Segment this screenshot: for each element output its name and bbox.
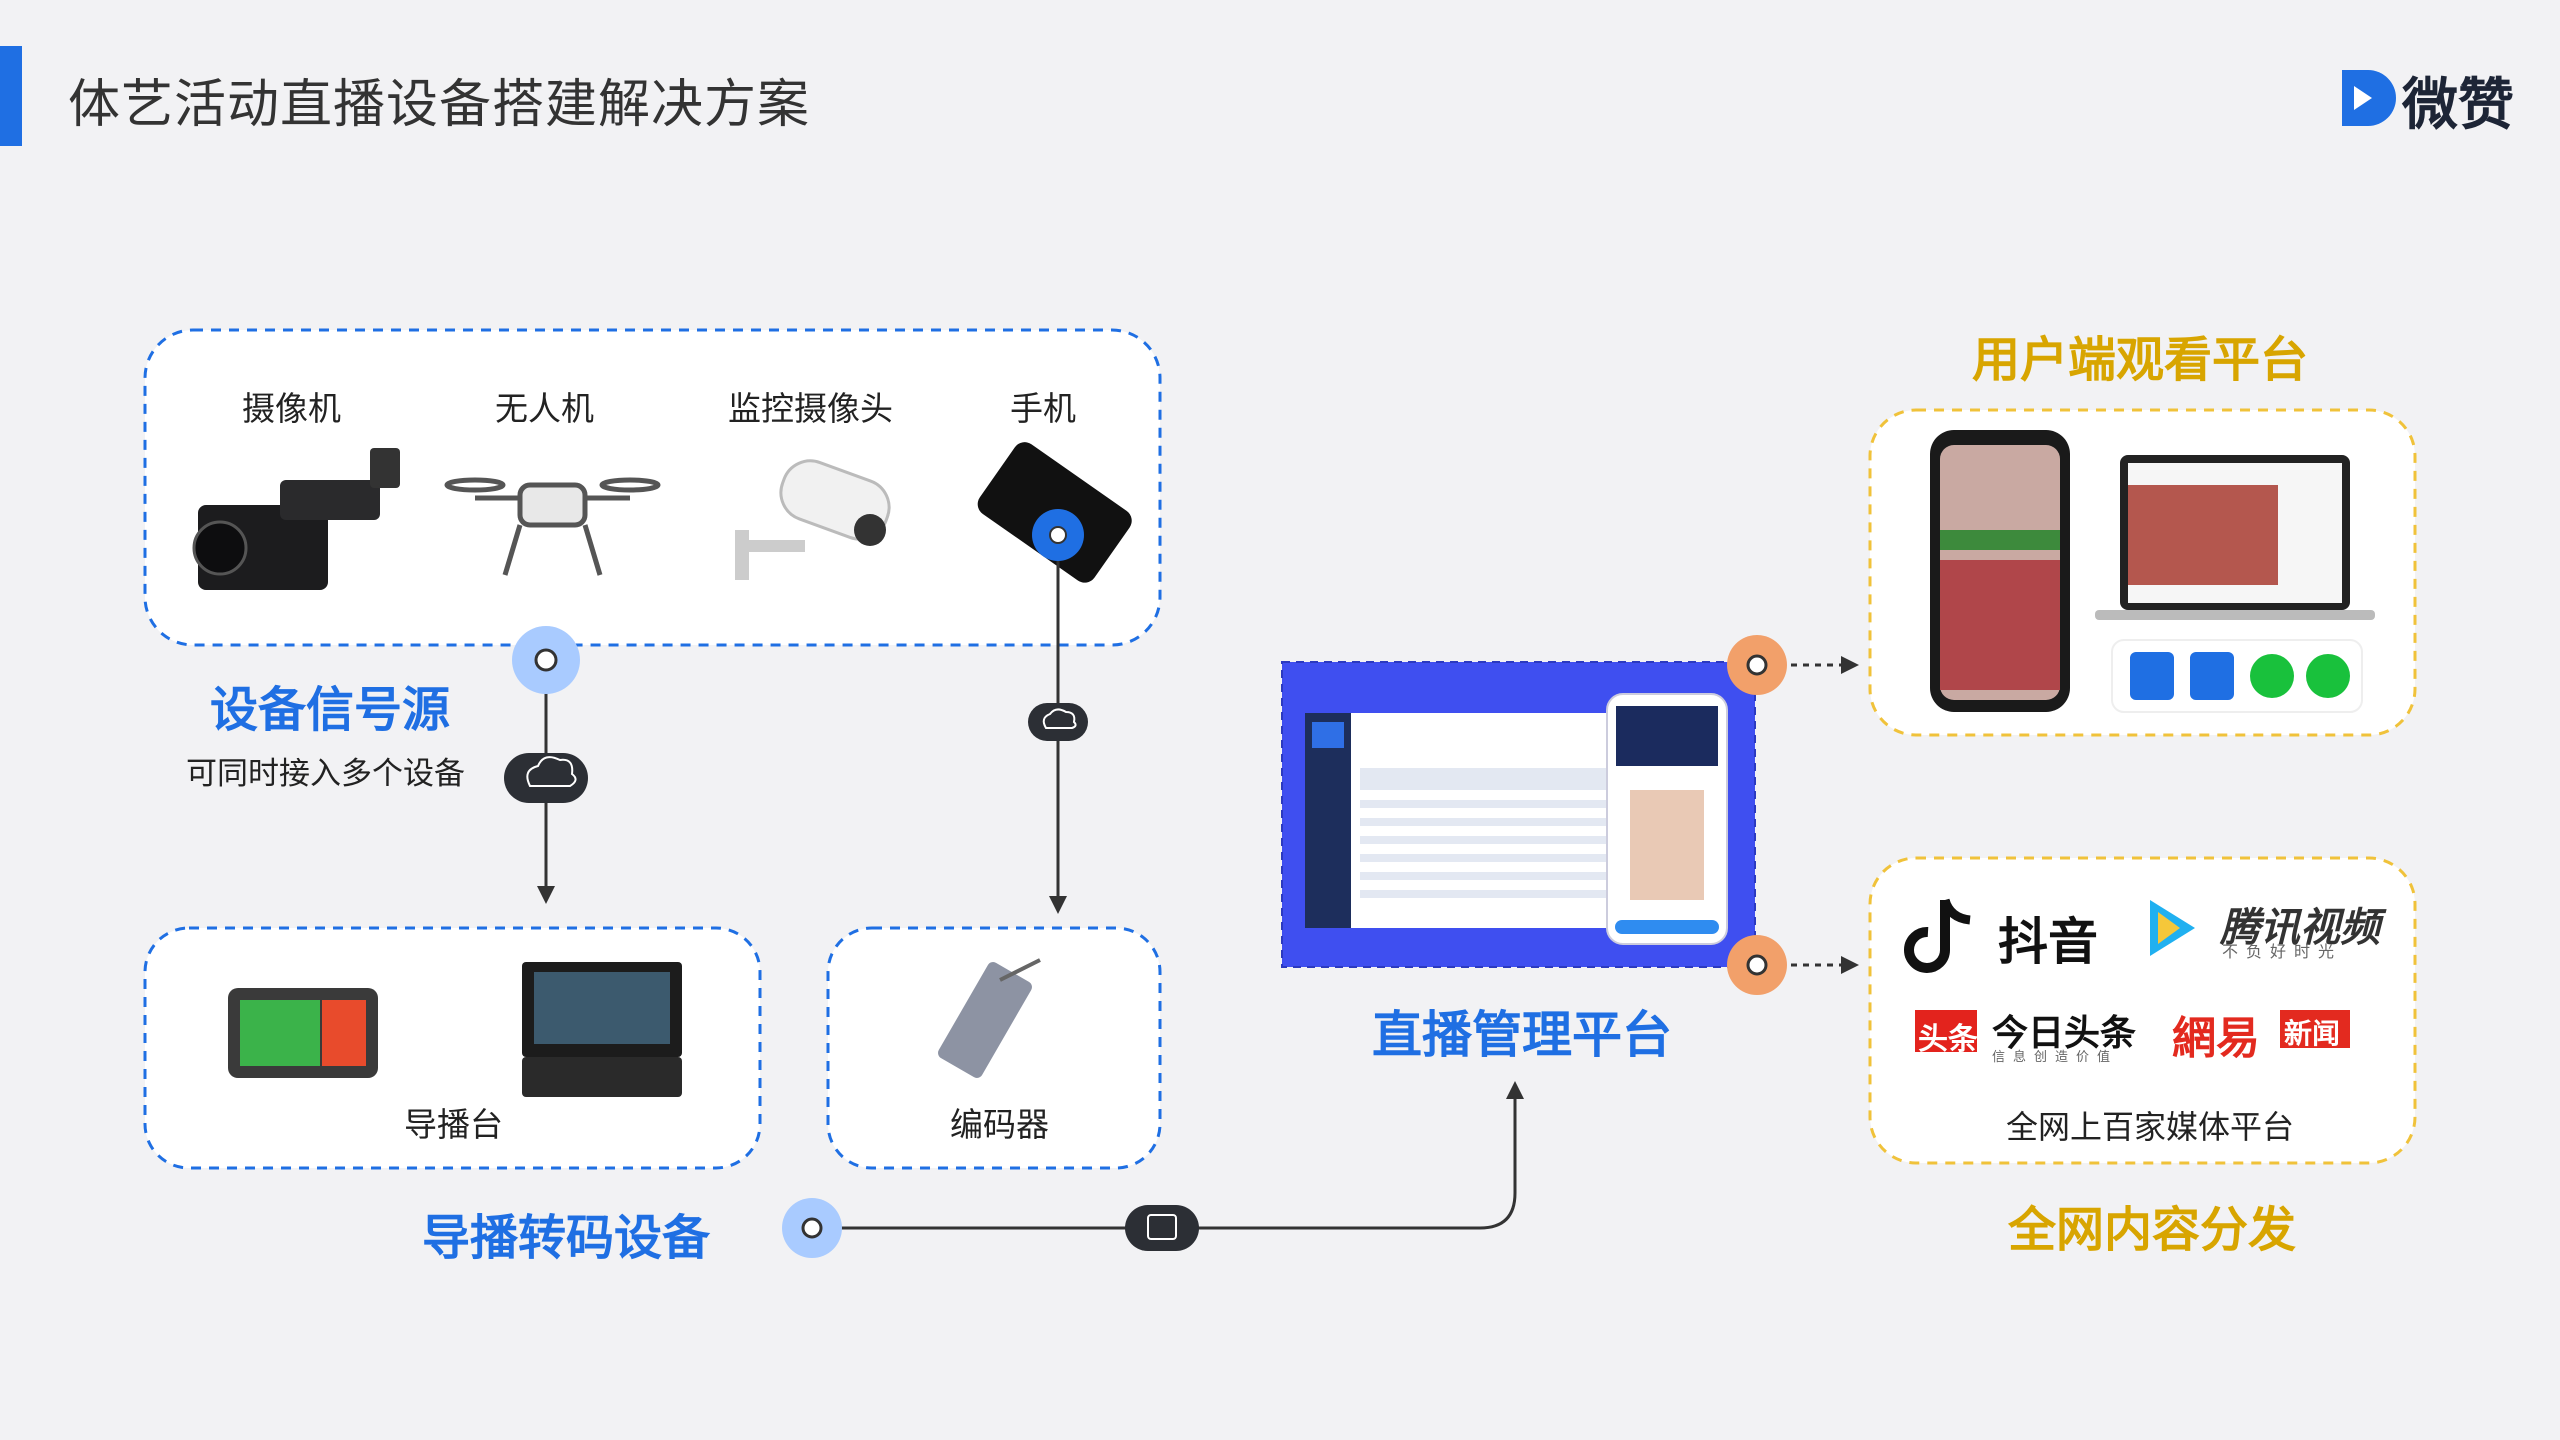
director-label: 导播台 — [404, 1105, 503, 1144]
pc-entry-icon — [2190, 652, 2234, 700]
transcode-title: 导播转码设备 — [422, 1210, 711, 1266]
phone-cloud-pill — [1028, 703, 1088, 741]
surveillance-camera-icon — [735, 459, 891, 580]
miniprogram-icon — [2306, 654, 2350, 698]
transcode-pill — [1125, 1205, 1199, 1251]
viewer-phone-icon — [1930, 430, 2070, 712]
source-label-phone: 手机 — [1010, 389, 1076, 428]
toutiao-logo-text: 今日头条 — [1992, 1013, 2137, 1054]
viewer-laptop-icon — [2095, 455, 2375, 620]
sources-subtitle: 可同时接入多个设备 — [186, 756, 465, 792]
encoder-device-icon — [938, 958, 1041, 1078]
phone-cloud-icon — [1042, 708, 1077, 729]
distribution-caption: 全网上百家媒体平台 — [2006, 1108, 2295, 1146]
camcorder-icon — [192, 448, 400, 590]
source-label-drone: 无人机 — [495, 389, 594, 428]
weizan-logo-icon — [2342, 70, 2396, 126]
source-label-surveillance: 监控摄像头 — [728, 389, 893, 428]
toutiao-slogan: 信息创造价值 — [1992, 1050, 2119, 1065]
source-label-camcorder: 摄像机 — [242, 389, 341, 428]
distribution-title: 全网内容分发 — [2008, 1202, 2297, 1258]
toutiao-badge-text: 头条 — [1918, 1022, 1978, 1057]
tencent-video-slogan: 不负好时光 — [2222, 942, 2343, 961]
wechat-icon — [2250, 654, 2294, 698]
page-title: 体艺活动直播设备搭建解决方案 — [68, 75, 811, 135]
encoder-label: 编码器 — [950, 1105, 1049, 1144]
distribution-box — [1868, 856, 2417, 1165]
tencent-video-logo-text: 腾讯视频 — [2220, 905, 2380, 951]
cloud-upload-pill — [504, 753, 588, 803]
netease-news-badge: 新闻 — [2284, 1017, 2341, 1050]
netease-logo-text: 網易 — [2172, 1013, 2260, 1064]
transcode-to-platform-arrow — [810, 1081, 1524, 1230]
title-accent-bar — [0, 46, 22, 146]
viewer-entry-icons-card — [2111, 639, 2363, 713]
tablet-entry-icon — [2130, 652, 2174, 700]
director-console-icon — [228, 962, 682, 1097]
viewer-title: 用户端观看平台 — [1972, 332, 2309, 388]
transcode-device-icon — [1147, 1214, 1177, 1240]
drone-icon — [444, 477, 661, 576]
brand-name: 微赞 — [2402, 73, 2514, 138]
toutiao-logo-icon — [1915, 1010, 1977, 1052]
douyin-logo-icon — [1904, 898, 1971, 973]
douyin-logo-text: 抖音 — [1998, 913, 2098, 971]
cloud-upload-icon — [526, 756, 577, 787]
sources-title: 设备信号源 — [210, 682, 451, 738]
platform-title: 直播管理平台 — [1372, 1006, 1672, 1064]
netease-news-logo-icon — [2280, 1010, 2350, 1048]
